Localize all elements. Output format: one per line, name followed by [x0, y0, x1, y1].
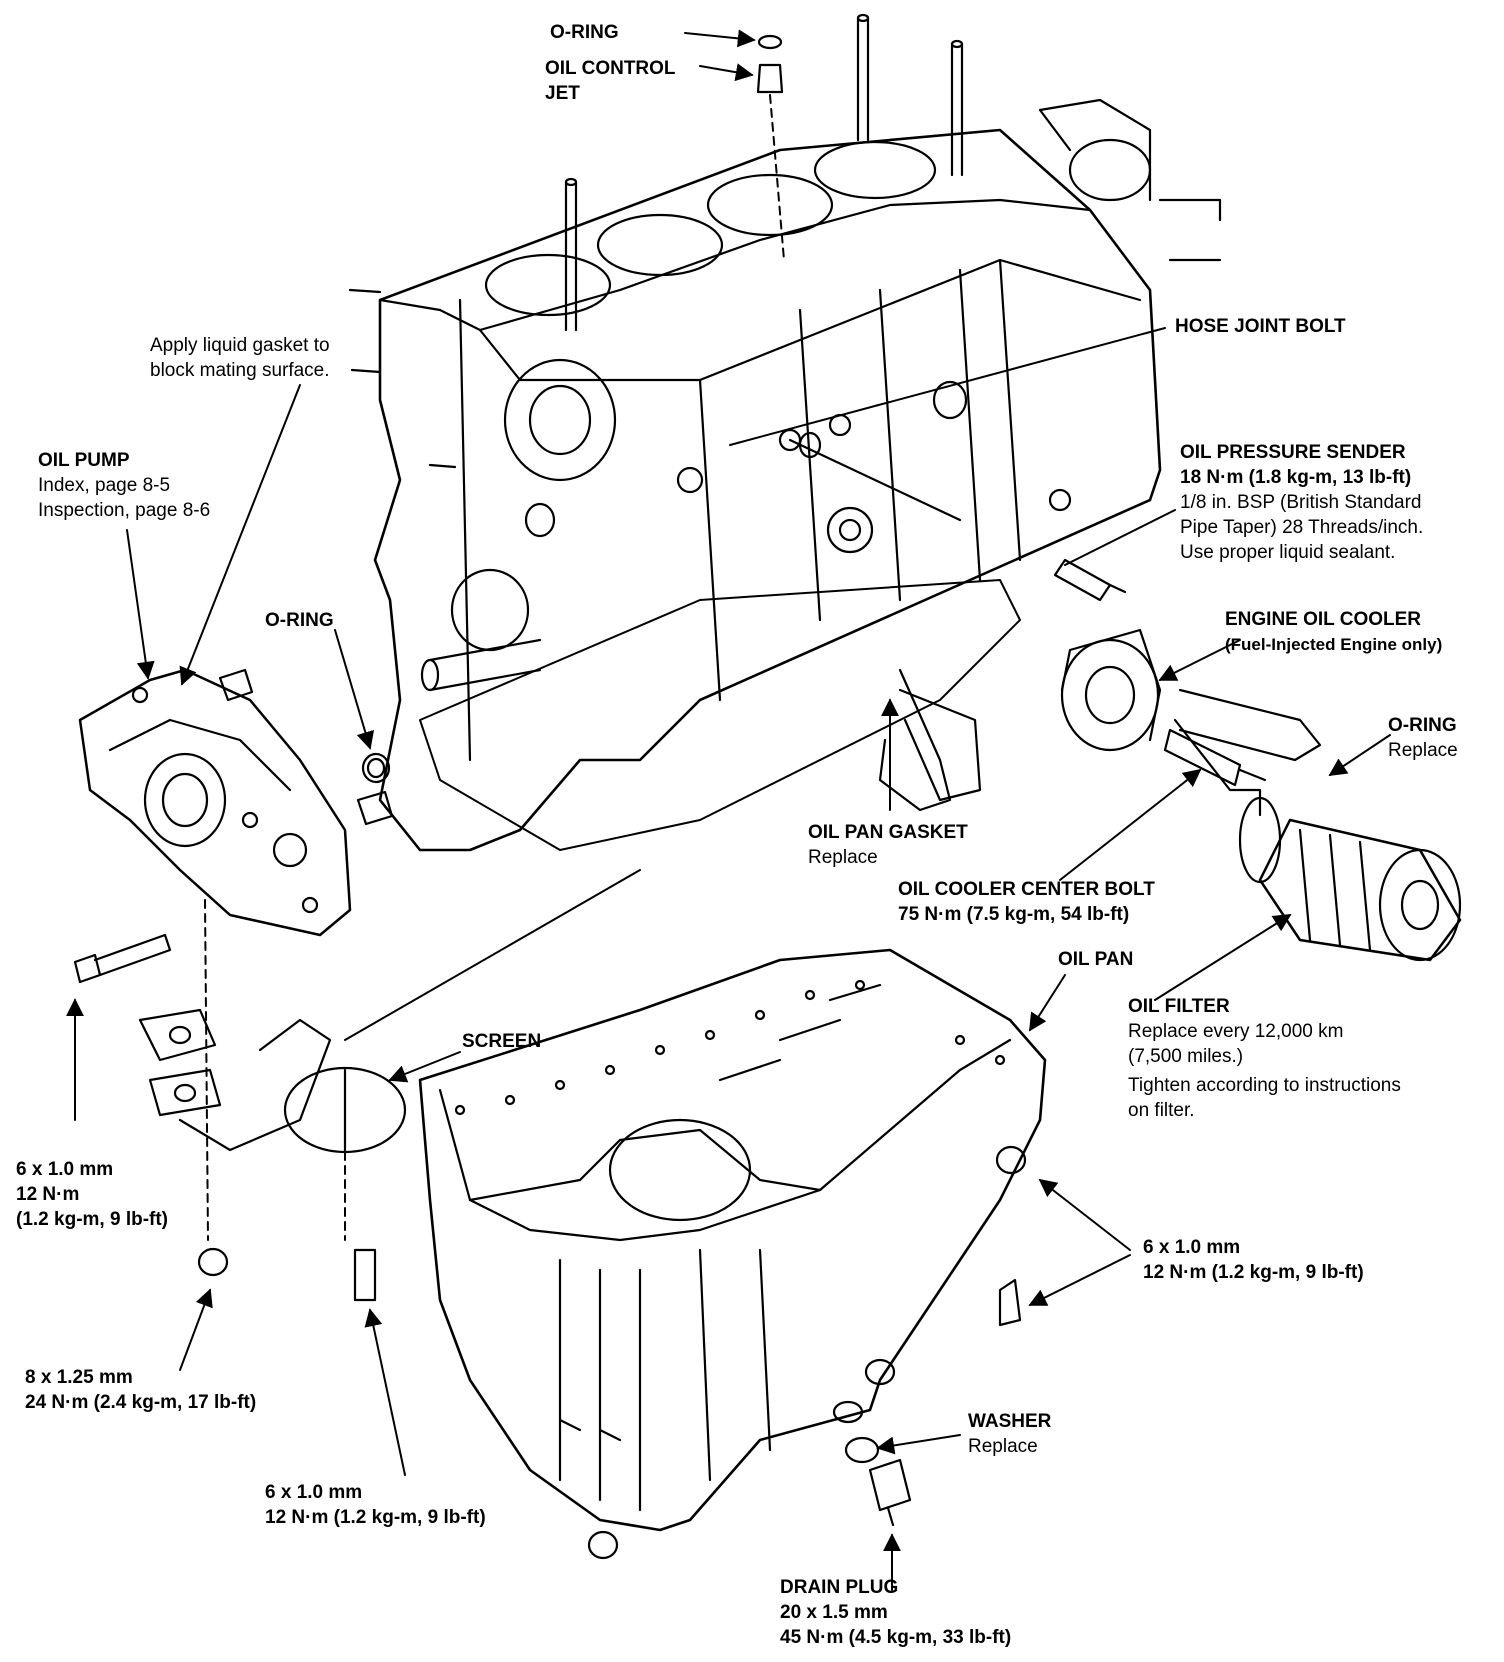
oil-pan-title: OIL PAN	[1058, 949, 1134, 970]
drain-plug	[844, 1436, 912, 1527]
oil-pump-title: OIL PUMP	[38, 450, 130, 471]
oil-control-jet-title: OIL CONTROL	[545, 58, 676, 79]
drain-plug-title: DRAIN PLUG	[780, 1577, 899, 1598]
label-bolt-6x1-right: 6 x 1.0 mm 12 N·m (1.2 kg-m, 9 lb-ft)	[1143, 1235, 1364, 1285]
liquid-gasket-line2: block mating surface.	[150, 360, 330, 381]
label-engine-oil-cooler: ENGINE OIL COOLER (Fuel-Injected Engine …	[1225, 607, 1442, 657]
label-oil-filter: OIL FILTER Replace every 12,000 km (7,50…	[1128, 994, 1401, 1123]
pump-bolt	[73, 933, 172, 984]
bolt-6x1-right-torque: 12 N·m (1.2 kg-m, 9 lb-ft)	[1143, 1262, 1364, 1283]
oil-control-jet-title2: JET	[545, 83, 580, 104]
label-washer: WASHER Replace	[968, 1409, 1051, 1459]
label-bolt-6x1-bottom: 6 x 1.0 mm 12 N·m (1.2 kg-m, 9 lb-ft)	[265, 1480, 486, 1530]
oring-filter-title: O-RING	[1388, 715, 1457, 736]
small-bolts	[353, 1248, 1022, 1327]
bolt-6x1-right-size: 6 x 1.0 mm	[1143, 1237, 1241, 1258]
oil-control-jet	[756, 63, 784, 94]
cylinder-bore-2	[596, 213, 724, 277]
label-drain-plug: DRAIN PLUG 20 x 1.5 mm 45 N·m (4.5 kg-m,…	[780, 1575, 1011, 1650]
oil-pressure-sender-torque: 18 N·m (1.8 kg-m, 13 lb-ft)	[1180, 467, 1412, 488]
label-oring-filter: O-RING Replace	[1388, 713, 1458, 763]
oil-filter-note2: (7,500 miles.)	[1128, 1046, 1244, 1067]
label-hose-joint-bolt: HOSE JOINT BOLT	[1175, 314, 1346, 339]
oil-pan-gasket-title: OIL PAN GASKET	[808, 822, 968, 843]
label-screen: SCREEN	[462, 1029, 541, 1054]
oil-pump	[78, 668, 352, 937]
oil-filter-note1: Replace every 12,000 km	[1128, 1021, 1344, 1042]
oil-pressure-sender-note3: Use proper liquid sealant.	[1180, 542, 1396, 563]
oil-cooler-assembly	[898, 628, 1322, 817]
liquid-gasket-line1: Apply liquid gasket to	[150, 335, 330, 356]
label-bolt-6x1-left: 6 x 1.0 mm 12 N·m (1.2 kg-m, 9 lb-ft)	[16, 1157, 168, 1232]
label-liquid-gasket: Apply liquid gasket to block mating surf…	[150, 333, 330, 383]
oring-top	[757, 34, 783, 50]
label-oil-pan-gasket: OIL PAN GASKET Replace	[808, 820, 968, 870]
oil-pan-gasket-note: Replace	[808, 847, 878, 868]
small-nuts	[197, 1145, 1027, 1560]
oil-pump-ref2: Inspection, page 8-6	[38, 500, 211, 521]
pan-nut	[864, 1358, 896, 1386]
engine-block	[348, 13, 1222, 852]
oil-filter-title: OIL FILTER	[1128, 996, 1230, 1017]
nut-8x125-size: 8 x 1.25 mm	[25, 1367, 133, 1388]
dowel-pins	[218, 668, 394, 826]
nut-8x125-torque: 24 N·m (2.4 kg-m, 17 lb-ft)	[25, 1392, 257, 1413]
oil-pan-gasket	[419, 579, 1021, 851]
oil-cooler-center-bolt	[1163, 728, 1267, 787]
label-oil-pan: OIL PAN	[1058, 947, 1133, 972]
bolt-6x1-left-size: 6 x 1.0 mm	[16, 1159, 114, 1180]
oil-filter-note4: on filter.	[1128, 1100, 1195, 1121]
oring-filter-note: Replace	[1388, 740, 1458, 761]
engine-oil-cooler-note: (Fuel-Injected Engine only)	[1225, 635, 1443, 654]
cylinder-bore-1	[484, 253, 612, 317]
oil-cooler-center-bolt-torque: 75 N·m (7.5 kg-m, 54 lb-ft)	[898, 904, 1130, 925]
washer	[832, 1400, 864, 1424]
oring-filter	[1238, 796, 1282, 884]
bolt-6x1-left-torque2: (1.2 kg-m, 9 lb-ft)	[16, 1209, 169, 1230]
oil-pressure-sender-note2: Pipe Taper) 28 Threads/inch.	[1180, 517, 1424, 538]
leader-lines	[66, 29, 1391, 1591]
oil-cooler-center-bolt-title: OIL COOLER CENTER BOLT	[898, 879, 1155, 900]
label-oil-pressure-sender: OIL PRESSURE SENDER 18 N·m (1.8 kg-m, 13…	[1180, 440, 1423, 565]
oring-pump	[361, 752, 391, 784]
label-oil-cooler-center-bolt: OIL COOLER CENTER BOLT 75 N·m (7.5 kg-m,…	[898, 877, 1155, 927]
label-oil-control-jet: OIL CONTROL JET	[545, 56, 676, 106]
hose-joint-bolt-part	[778, 413, 962, 522]
oil-pressure-sender-title: OIL PRESSURE SENDER	[1180, 442, 1406, 463]
bolt-6x1-bottom-size: 6 x 1.0 mm	[265, 1482, 363, 1503]
screen-title: SCREEN	[462, 1031, 542, 1052]
oil-pump-ref1: Index, page 8-5	[38, 475, 171, 496]
oring-top-title: O-RING	[550, 22, 619, 43]
coolant-hose	[878, 668, 952, 812]
label-oring-top: O-RING	[550, 20, 619, 45]
oil-screen	[138, 1008, 407, 1154]
cylinder-bore-4	[813, 140, 937, 200]
label-nut-8x125: 8 x 1.25 mm 24 N·m (2.4 kg-m, 17 lb-ft)	[25, 1365, 256, 1415]
drain-plug-torque: 45 N·m (4.5 kg-m, 33 lb-ft)	[780, 1627, 1012, 1648]
oil-filter-note3: Tighten according to instructions	[1128, 1075, 1401, 1096]
washer-note: Replace	[968, 1436, 1038, 1457]
oil-pressure-sender-note1: 1/8 in. BSP (British Standard	[1180, 492, 1422, 513]
engine-oil-cooler-title: ENGINE OIL COOLER	[1225, 609, 1422, 630]
oil-filter	[1258, 818, 1462, 962]
hose-joint-bolt-title: HOSE JOINT BOLT	[1175, 316, 1346, 337]
oil-pressure-sender	[1053, 558, 1127, 602]
oil-pan	[418, 948, 1047, 1532]
bolt-6x1-bottom-torque: 12 N·m (1.2 kg-m, 9 lb-ft)	[265, 1507, 486, 1528]
label-oring-pump: O-RING	[265, 608, 334, 633]
oring-pump-title: O-RING	[265, 610, 334, 631]
bolt-6x1-left-torque1: 12 N·m	[16, 1184, 80, 1205]
drain-plug-size: 20 x 1.5 mm	[780, 1602, 888, 1623]
washer-title: WASHER	[968, 1411, 1052, 1432]
cylinder-bore-3	[706, 173, 834, 237]
label-oil-pump: OIL PUMP Index, page 8-5 Inspection, pag…	[38, 448, 210, 523]
